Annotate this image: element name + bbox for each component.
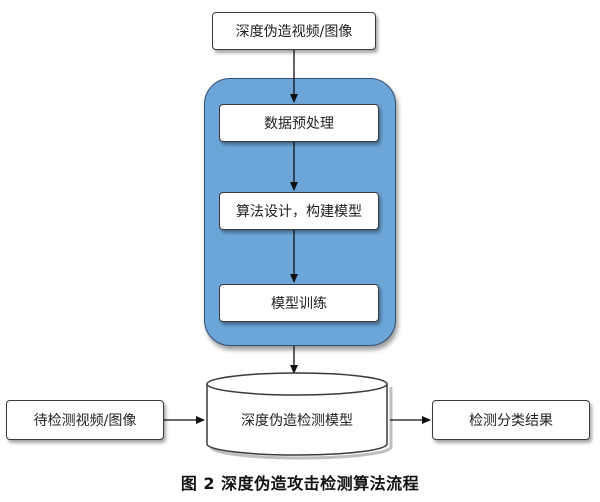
algorithm-design-label: 算法设计，构建模型	[236, 204, 362, 220]
detection-model-label-wrap: 深度伪造检测模型	[207, 400, 387, 440]
input-fake-media-box: 深度伪造视频/图像	[212, 12, 376, 50]
cylinder-top	[206, 372, 388, 396]
algorithm-design-box: 算法设计，构建模型	[219, 192, 379, 230]
detection-model-label: 深度伪造检测模型	[241, 413, 353, 429]
preprocess-box: 数据预处理	[219, 104, 379, 142]
result-box: 检测分类结果	[432, 400, 590, 440]
input-test-media-box: 待检测视频/图像	[6, 400, 164, 440]
input-fake-media-label: 深度伪造视频/图像	[235, 24, 353, 40]
cylinder-body	[206, 384, 388, 456]
model-training-box: 模型训练	[219, 284, 379, 322]
flow-canvas	[164, 50, 431, 460]
model-training-label: 模型训练	[271, 296, 327, 312]
input-test-media-label: 待检测视频/图像	[33, 413, 137, 429]
result-label: 检测分类结果	[469, 413, 553, 429]
cylinder-shadow	[209, 387, 393, 460]
preprocess-label: 数据预处理	[264, 116, 334, 132]
detection-model-cylinder	[206, 372, 393, 460]
figure-caption: 图 2 深度伪造攻击检测算法流程	[180, 474, 420, 493]
